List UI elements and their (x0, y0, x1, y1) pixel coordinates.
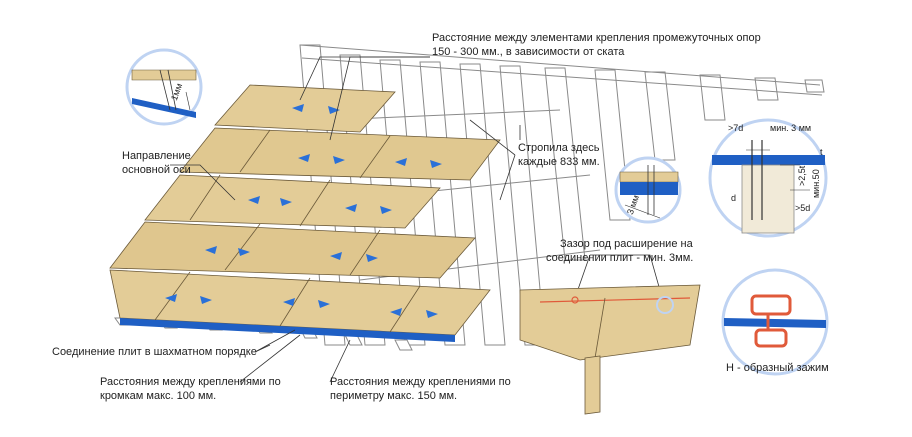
main-axis-arrows (165, 104, 442, 318)
label-edge-spacing-1: Расстояния между креплениями по (100, 376, 281, 388)
label-staggered-joints: Соединение плит в шахматном порядке (52, 346, 257, 358)
label-edge-spacing-2: кромкам макс. 100 мм. (100, 390, 217, 402)
label-perimeter-spacing-1: Расстояния между креплениями по (330, 376, 511, 388)
label-h-clip: Н - образный зажим (726, 362, 829, 374)
label-fastener-spacing-2: 150 - 300 мм., в зависимости от ската (432, 46, 625, 58)
detail-1mm-gap (125, 48, 203, 126)
panel-row-2 (179, 127, 501, 181)
label-rafters-1: Стропила здесь (518, 142, 600, 154)
label-fastener-spacing-1: Расстояние между элементами крепления пр… (432, 32, 761, 44)
label-min50: мин.50 (811, 169, 821, 198)
osb-panel-assembly (109, 84, 501, 342)
panel-edge-blue (120, 318, 455, 342)
label-d: d (731, 193, 737, 203)
label-perimeter-spacing-2: периметру макс. 150 мм. (330, 390, 458, 402)
detail-3mm-gap (614, 156, 682, 224)
detail-h-clip (721, 268, 829, 376)
detail-nail-spacing (708, 118, 828, 238)
label-t: t (820, 147, 823, 157)
panel-row-3 (144, 174, 441, 229)
label-main-axis-1: Направление (122, 150, 191, 162)
label-gt5d: >5d (795, 203, 811, 213)
detail-expansion-gap-panel (519, 284, 701, 415)
label-gt7d: >7d (728, 123, 744, 133)
label-expansion-gap-1: Зазор под расширение на (560, 238, 693, 250)
label-main-axis-2: основной оси (122, 164, 191, 176)
label-rafters-2: каждые 833 мм. (518, 156, 600, 168)
panel-row-1 (214, 84, 396, 133)
label-gt25t: >2,5t (797, 165, 807, 186)
panel-row-4 (109, 221, 476, 279)
label-expansion-gap-2: соединении плит - мин. 3мм. (546, 252, 694, 264)
label-min3mm: мин. 3 мм (770, 123, 812, 133)
